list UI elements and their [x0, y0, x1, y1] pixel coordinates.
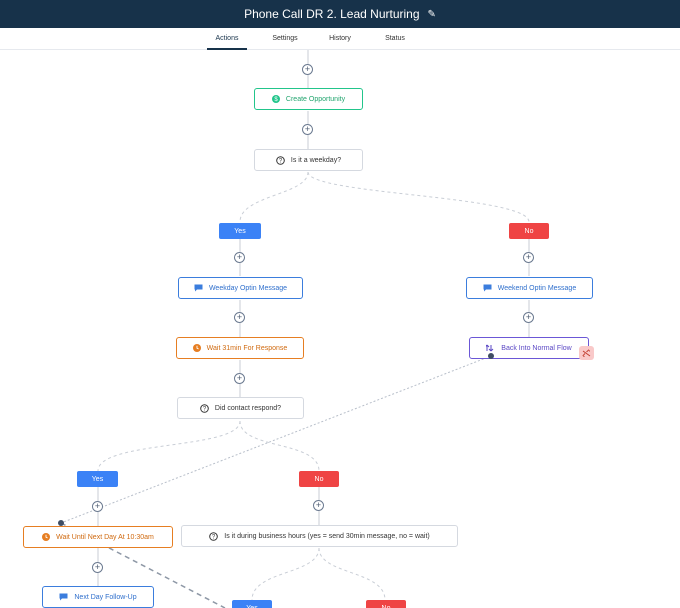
action-weekday-optin-message[interactable]: Weekday Optin Message	[178, 277, 303, 299]
condition-is-weekday[interactable]: ? Is it a weekday?	[254, 149, 363, 171]
add-step-button[interactable]: +	[234, 252, 245, 263]
tab-history[interactable]: History	[329, 35, 351, 42]
action-label: Wait Until Next Day At 10:30am	[56, 533, 154, 541]
action-label: Weekday Optin Message	[208, 284, 288, 292]
tab-settings[interactable]: Settings	[272, 35, 298, 42]
condition-business-hours[interactable]: ? Is it during business hours (yes = sen…	[181, 525, 458, 547]
message-icon	[59, 593, 68, 601]
branch-yes[interactable]: Yes	[232, 600, 272, 608]
action-label: Back Into Normal Flow	[501, 344, 572, 352]
tab-status[interactable]: Status	[385, 35, 405, 42]
branch-yes[interactable]: Yes	[77, 471, 118, 487]
action-next-day-follow-up[interactable]: Next Day Follow-Up	[42, 586, 154, 608]
add-step-button[interactable]: +	[313, 500, 324, 511]
action-wait-31min[interactable]: Wait 31min For Response	[176, 337, 304, 359]
svg-text:?: ?	[203, 406, 207, 412]
unlink-button[interactable]	[579, 346, 594, 360]
add-step-button[interactable]: +	[302, 64, 313, 75]
question-icon: ?	[209, 531, 219, 541]
condition-did-contact-respond[interactable]: ? Did contact respond?	[177, 397, 304, 419]
add-step-button[interactable]: +	[523, 252, 534, 263]
unlink-icon	[582, 349, 591, 357]
connection-handle[interactable]	[488, 353, 494, 359]
condition-label: Is it during business hours (yes = send …	[224, 532, 430, 540]
action-label: Wait 31min For Response	[206, 344, 288, 352]
goto-icon	[486, 344, 495, 352]
clock-icon	[192, 344, 201, 352]
branch-no[interactable]: No	[299, 471, 339, 487]
question-icon: ?	[200, 403, 209, 413]
svg-text:$: $	[274, 97, 278, 103]
action-label: Weekend Optin Message	[497, 284, 577, 292]
add-step-button[interactable]: +	[92, 562, 103, 573]
message-icon	[483, 284, 492, 292]
branch-no[interactable]: No	[509, 223, 549, 239]
tab-bar: Actions Settings History Status	[0, 28, 680, 50]
workflow-header: Phone Call DR 2. Lead Nurturing ✎	[0, 0, 680, 28]
action-create-opportunity[interactable]: $ Create Opportunity	[254, 88, 363, 110]
condition-label: Is it a weekday?	[290, 156, 342, 164]
action-weekend-optin-message[interactable]: Weekend Optin Message	[466, 277, 593, 299]
add-step-button[interactable]: +	[302, 124, 313, 135]
connection-handle[interactable]	[58, 520, 64, 526]
action-wait-until-next-day[interactable]: Wait Until Next Day At 10:30am	[23, 526, 173, 548]
question-icon: ?	[276, 155, 285, 165]
action-back-into-normal-flow[interactable]: Back Into Normal Flow	[469, 337, 589, 359]
add-step-button[interactable]: +	[92, 501, 103, 512]
dollar-icon: $	[271, 95, 280, 103]
add-step-button[interactable]: +	[234, 312, 245, 323]
svg-text:?: ?	[212, 534, 216, 540]
branch-no[interactable]: No	[366, 600, 406, 608]
edit-title-icon[interactable]: ✎	[427, 8, 436, 20]
action-label: Create Opportunity	[285, 95, 346, 103]
message-icon	[194, 284, 203, 292]
tab-actions[interactable]: Actions	[207, 28, 247, 50]
svg-text:?: ?	[279, 158, 283, 164]
clock-icon	[42, 533, 51, 541]
add-step-button[interactable]: +	[234, 373, 245, 384]
branch-yes[interactable]: Yes	[219, 223, 261, 239]
condition-label: Did contact respond?	[214, 404, 282, 412]
workflow-title[interactable]: Phone Call DR 2. Lead Nurturing	[244, 7, 420, 21]
add-step-button[interactable]: +	[523, 312, 534, 323]
action-label: Next Day Follow-Up	[74, 593, 137, 601]
